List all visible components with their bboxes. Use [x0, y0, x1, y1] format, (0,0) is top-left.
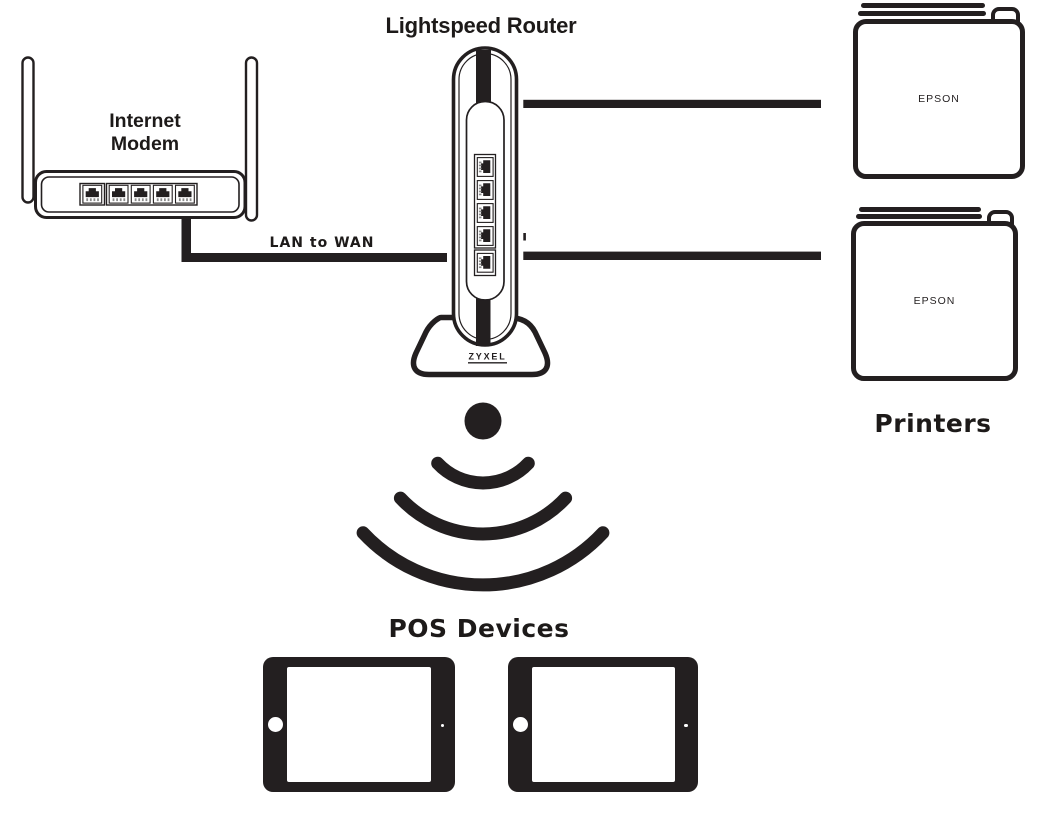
wifi-arc-1: [431, 456, 535, 490]
lan-to-wan-label: LAN to WAN: [269, 235, 375, 251]
modem-label-line2: Modem: [110, 132, 180, 155]
cable-to-printer-2: [523, 251, 821, 260]
internet-modem-icon: [21, 56, 259, 222]
router-brand-logo: ZYXEL: [468, 352, 506, 362]
ethernet-port-icon: [476, 226, 494, 246]
printer-lid-line: [858, 10, 986, 16]
printer-lid-line: [859, 206, 981, 212]
lan-to-wan-cable: [181, 217, 447, 262]
tablet-home-button-icon: [268, 717, 283, 732]
modem-label: Internet Modem: [70, 110, 220, 155]
ethernet-port-icon: [476, 157, 494, 177]
router-lan-port-box: [473, 153, 497, 249]
ethernet-port-icon: [476, 180, 494, 200]
router-bottom-stripe: [476, 294, 491, 346]
receipt-printer-2: EPSON: [843, 202, 1033, 387]
printers-label: Printers: [874, 409, 992, 438]
ethernet-port-icon: [174, 184, 195, 204]
printer-lid-line: [856, 214, 982, 219]
tablet-screen: [287, 667, 431, 782]
tablet-screen: [532, 667, 675, 782]
ethernet-port-icon: [108, 184, 129, 204]
receipt-printer-1: EPSON: [845, 0, 1035, 185]
cable-stub-mark: [523, 233, 526, 241]
router-top-stripe: [476, 50, 491, 104]
printer-body: EPSON: [853, 19, 1025, 179]
wifi-signal-icon: [356, 402, 610, 592]
ethernet-port-icon: [476, 203, 494, 223]
wifi-dot: [464, 402, 502, 440]
modem-label-line1: Internet: [109, 110, 181, 132]
modem-antenna-right-icon: [244, 56, 259, 222]
wifi-arc-3: [356, 526, 610, 592]
pos-devices-label: POS Devices: [388, 614, 570, 643]
wifi-arc-2: [393, 491, 573, 541]
printer-brand-label: EPSON: [918, 93, 960, 105]
router-icon: ZYXEL: [410, 46, 551, 378]
pos-tablet-2: [508, 657, 698, 792]
tablet-camera-dot-icon: [440, 723, 444, 727]
printer-body: EPSON: [851, 221, 1018, 381]
pos-tablet-1: [263, 657, 455, 792]
printer-lid-line: [861, 3, 985, 8]
tablet-camera-dot-icon: [684, 723, 688, 727]
modem-antenna-left-icon: [21, 56, 35, 204]
cable-to-printer-1: [523, 99, 821, 108]
ethernet-port-icon: [82, 184, 103, 204]
printer-brand-label: EPSON: [913, 295, 956, 307]
tablet-home-button-icon: [513, 717, 528, 732]
ethernet-port-icon: [130, 184, 151, 204]
ethernet-port-icon: [152, 184, 173, 204]
router-title-label: Lightspeed Router: [385, 13, 577, 38]
ethernet-port-icon: [476, 252, 494, 273]
modem-lan-port-box: [105, 182, 198, 206]
